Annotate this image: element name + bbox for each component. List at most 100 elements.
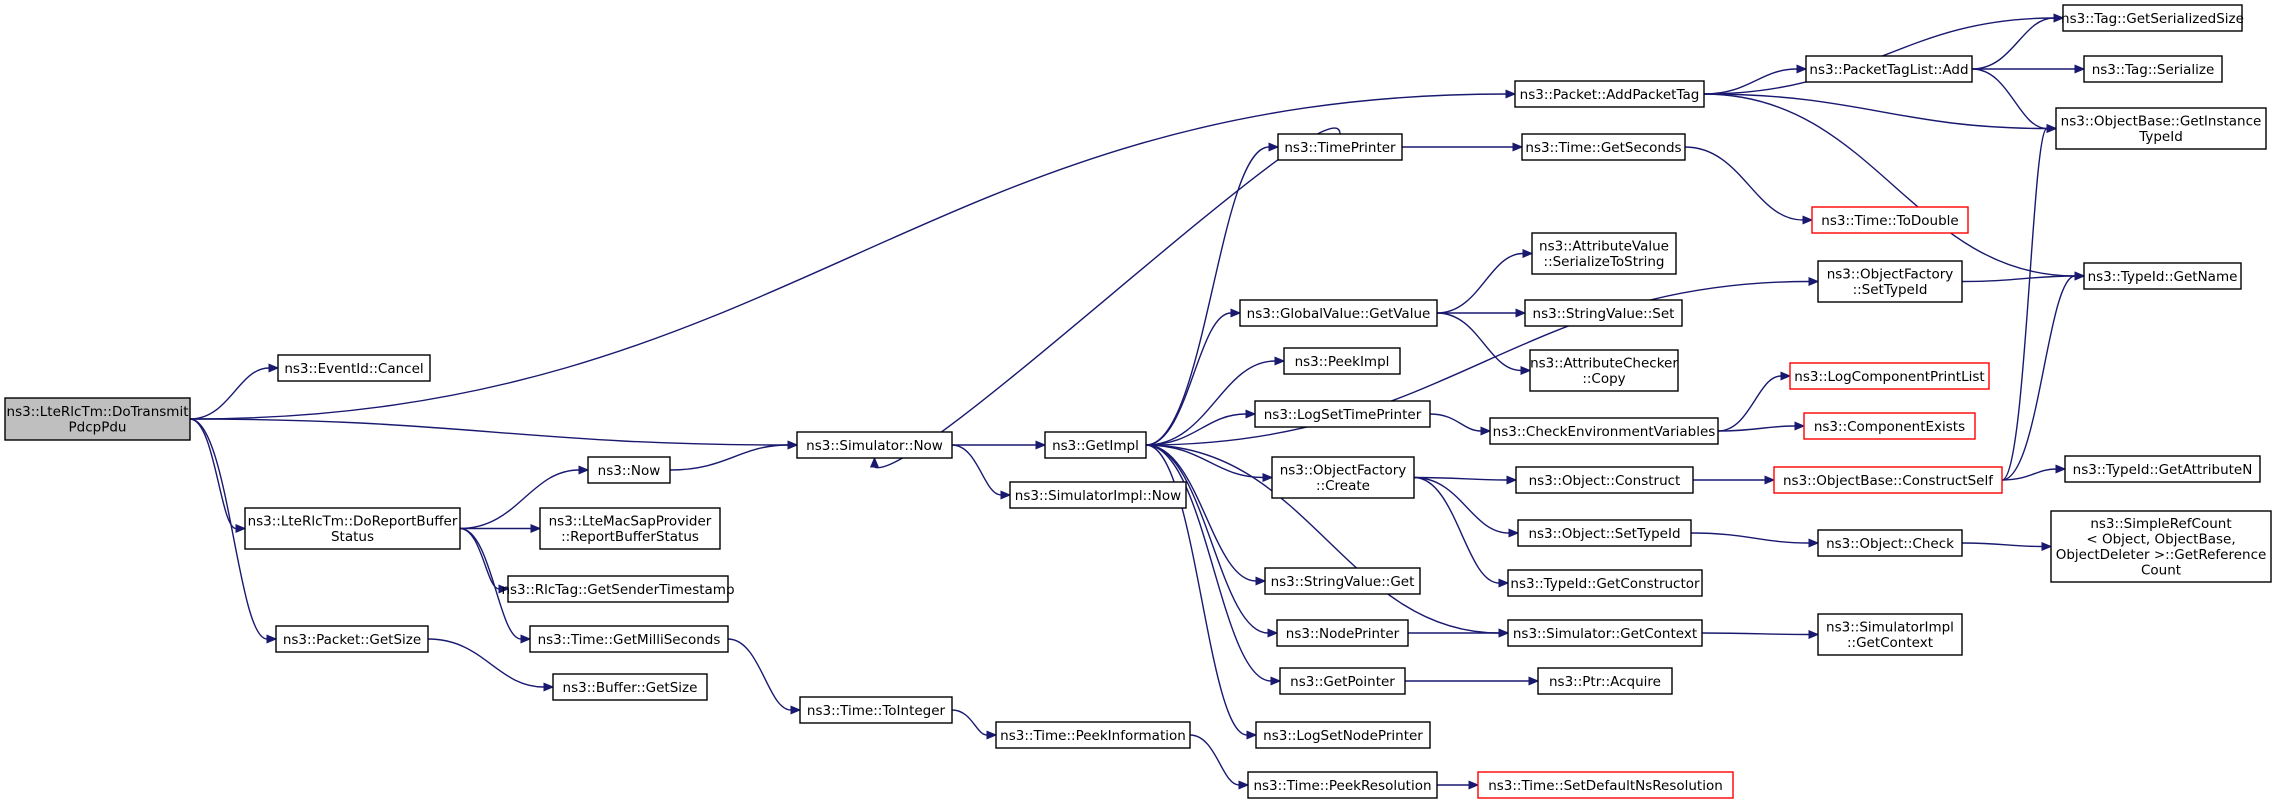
edge-arrowhead xyxy=(1246,730,1258,740)
graph-node-tag_getsersize[interactable]: ns3::Tag::GetSerializedSize xyxy=(2061,4,2244,32)
graph-node-nodeprinter[interactable]: ns3::NodePrinter xyxy=(1276,619,1409,647)
graph-node-todouble[interactable]: ns3::Time::ToDouble xyxy=(1811,206,1969,234)
edge-arrowhead xyxy=(787,440,799,450)
call-edge-obj_settypeid-to-obj_check xyxy=(1690,532,1820,548)
node-box xyxy=(1524,299,1683,327)
graph-node-objfactory_create[interactable]: ns3::ObjectFactory::Create xyxy=(1271,456,1415,499)
call-edge-root-to-doreport xyxy=(189,418,247,534)
call-edge-peekres-to-setdefaultns xyxy=(1436,780,1480,790)
edge-line xyxy=(1145,444,1272,682)
edge-arrowhead xyxy=(235,523,247,534)
graph-node-compexists[interactable]: ns3::ComponentExists xyxy=(1803,412,1976,440)
call-edge-packettaglist_add-to-objbase_getinst xyxy=(1971,68,2058,134)
edge-arrowhead xyxy=(1480,426,1492,436)
graph-node-checkenv[interactable]: ns3::CheckEnvironmentVariables xyxy=(1489,417,1719,445)
graph-node-packet_getsize[interactable]: ns3::Packet::GetSize xyxy=(275,625,429,653)
node-box xyxy=(507,575,729,603)
call-edge-getimpl-to-logsetnode xyxy=(1145,444,1258,740)
graph-node-globalvalue[interactable]: ns3::GlobalValue::GetValue xyxy=(1239,299,1438,327)
node-label: ns3::TypeId::GetName xyxy=(2088,269,2238,285)
edge-arrowhead xyxy=(1035,440,1047,450)
node-label: ns3::PacketTagList::Add xyxy=(1809,62,1968,78)
graph-node-logcompprint[interactable]: ns3::LogComponentPrintList xyxy=(1789,362,1990,390)
node-box xyxy=(1537,667,1673,695)
graph-node-attrvalue[interactable]: ns3::AttributeValue::SerializeToString xyxy=(1531,232,1677,275)
call-edge-sim_now-to-simimpl_now xyxy=(951,444,1012,500)
graph-node-getimpl[interactable]: ns3::GetImpl xyxy=(1044,431,1147,459)
graph-node-typeid_getattr[interactable]: ns3::TypeId::GetAttributeN xyxy=(2064,455,2261,483)
graph-node-stringvalue_get[interactable]: ns3::StringValue::Get xyxy=(1264,567,1421,595)
graph-node-obj_settypeid[interactable]: ns3::Object::SetTypeId xyxy=(1517,519,1692,547)
node-box xyxy=(1277,133,1403,161)
graph-node-getmilli[interactable]: ns3::Time::GetMilliSeconds xyxy=(529,625,729,653)
edge-arrowhead xyxy=(1528,676,1540,686)
graph-node-buffer_getsize[interactable]: ns3::Buffer::GetSize xyxy=(552,673,708,701)
node-box xyxy=(552,673,708,701)
call-edge-objfactory_create-to-typeid_getctor xyxy=(1413,476,1510,588)
call-edge-addpackettag-to-typeid_getname xyxy=(1703,93,2086,281)
graph-node-typeid_getname[interactable]: ns3::TypeId::GetName xyxy=(2083,262,2242,290)
graph-node-ltemac[interactable]: ns3::LteMacSapProvider::ReportBufferStat… xyxy=(539,507,721,550)
graph-node-ns3_now[interactable]: ns3::Now xyxy=(587,456,671,484)
node-box xyxy=(995,721,1191,749)
graph-node-addpackettag[interactable]: ns3::Packet::AddPacketTag xyxy=(1514,80,1705,108)
graph-node-obj_construct[interactable]: ns3::Object::Construct xyxy=(1515,466,1694,494)
graph-node-logsettime[interactable]: ns3::LogSetTimePrinter xyxy=(1254,400,1431,428)
call-edge-getimpl-to-objfactory_settypeid xyxy=(1145,276,1820,446)
graph-node-getpointer[interactable]: ns3::GetPointer xyxy=(1279,667,1406,695)
graph-node-peekinfo[interactable]: ns3::Time::PeekInformation xyxy=(995,721,1191,749)
node-box xyxy=(1514,80,1705,108)
node-box xyxy=(1515,466,1694,494)
node-box xyxy=(1283,347,1401,375)
node-box xyxy=(1803,412,1976,440)
edge-line xyxy=(1145,312,1232,446)
graph-node-objfactory_settypeid[interactable]: ns3::ObjectFactory::SetTypeId xyxy=(1817,260,1963,303)
graph-node-simplerefcount[interactable]: ns3::SimpleRefCount< Object, ObjectBase,… xyxy=(2050,510,2272,583)
edge-line xyxy=(1717,425,1796,432)
graph-node-objbase_constructself[interactable]: ns3::ObjectBase::ConstructSelf xyxy=(1773,466,2003,494)
graph-node-tointeger[interactable]: ns3::Time::ToInteger xyxy=(799,696,953,724)
graph-node-obj_check[interactable]: ns3::Object::Check xyxy=(1817,529,1963,557)
edge-line xyxy=(1961,542,2043,548)
call-edge-packettaglist_add-to-tag_serialize xyxy=(1972,64,2086,74)
graph-node-simimpl_getcontext[interactable]: ns3::SimulatorImpl::GetContext xyxy=(1817,613,1963,656)
node-box xyxy=(4,397,191,441)
node-label: ns3::TypeId::GetConstructor xyxy=(1510,576,1700,592)
node-box xyxy=(1817,529,1963,557)
graph-node-simimpl_now[interactable]: ns3::SimulatorImpl::Now xyxy=(1009,481,1187,509)
graph-node-gettime_seconds[interactable]: ns3::Time::GetSeconds xyxy=(1521,133,1686,161)
edge-line xyxy=(1971,17,2055,70)
graph-node-timeprinter[interactable]: ns3::TimePrinter xyxy=(1277,133,1403,161)
node-label: ns3::TimePrinter xyxy=(1284,140,1396,156)
graph-node-attrchecker[interactable]: ns3::AttributeChecker::Copy xyxy=(1529,349,1679,392)
edge-line xyxy=(1413,476,1508,481)
node-box xyxy=(2083,55,2223,83)
graph-node-tag_serialize[interactable]: ns3::Tag::Serialize xyxy=(2083,55,2223,83)
graph-node-logsetnode[interactable]: ns3::LogSetNodePrinter xyxy=(1255,721,1431,749)
graph-node-eventid_cancel[interactable]: ns3::EventId::Cancel xyxy=(277,354,431,382)
edge-arrowhead xyxy=(986,730,998,740)
node-box xyxy=(1789,362,1990,390)
graph-node-peekimpl[interactable]: ns3::PeekImpl xyxy=(1283,347,1401,375)
call-edge-root-to-eventid_cancel xyxy=(189,363,280,420)
node-label: ns3::Time::ToInteger xyxy=(807,703,946,719)
edge-line xyxy=(459,469,580,530)
graph-node-stringvalue_set[interactable]: ns3::StringValue::Set xyxy=(1524,299,1683,327)
node-box xyxy=(2050,510,2272,583)
call-edge-addpackettag-to-packettaglist_add xyxy=(1703,64,1808,95)
graph-node-rlctag[interactable]: ns3::RlcTag::GetSenderTimestamp xyxy=(501,575,735,603)
graph-node-sim_now[interactable]: ns3::Simulator::Now xyxy=(796,431,953,459)
graph-node-sim_getcontext[interactable]: ns3::Simulator::GetContext xyxy=(1507,619,1703,647)
edge-line xyxy=(2001,127,2048,481)
call-edge-getimpl-to-stringvalue_get xyxy=(1145,444,1267,586)
graph-node-typeid_getctor[interactable]: ns3::TypeId::GetConstructor xyxy=(1507,569,1703,597)
node-label: ns3::Tag::GetSerializedSize xyxy=(2061,11,2244,27)
graph-node-setdefaultns[interactable]: ns3::Time::SetDefaultNsResolution xyxy=(1477,771,1734,799)
graph-node-packettaglist_add[interactable]: ns3::PacketTagList::Add xyxy=(1805,55,1973,83)
graph-node-ptr_acquire[interactable]: ns3::Ptr::Acquire xyxy=(1537,667,1673,695)
node-label: ns3::StringValue::Get xyxy=(1271,574,1415,590)
graph-node-peekres[interactable]: ns3::Time::PeekResolution xyxy=(1247,771,1438,799)
